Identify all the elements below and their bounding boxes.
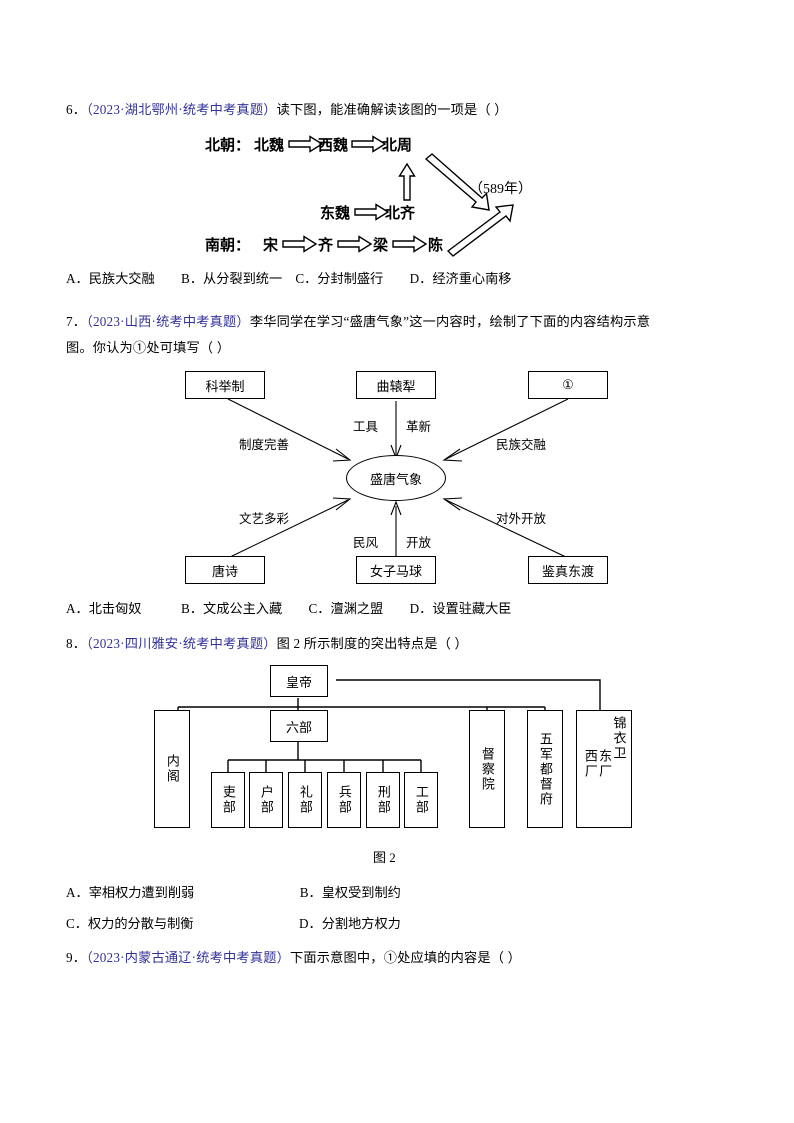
dynasty-node-beiqi: 北齐 (385, 206, 416, 222)
question-7-line2: 图。你认为①处可填写（ ） (66, 340, 231, 355)
question-6-options: A．民族大交融 B．从分裂到统一 C．分封制盛行 D．经济重心南移 (66, 271, 512, 286)
ming-box-cabinet: 内阁 (154, 710, 190, 828)
dynasty-south-prefix: 南朝： (205, 238, 251, 254)
question-7-options: A．北击匈奴 B．文成公主入藏 C．澶渊之盟 D．设置驻藏大臣 (66, 601, 512, 616)
ming-box-six-ministries: 六部 (270, 710, 328, 742)
question-6-line: 6．（2023·湖北鄂州·统考中考真题）读下图，能准确解读该图的一项是（ ） (66, 99, 508, 120)
tang-edge-label-gongju: 工具 (353, 420, 379, 434)
tang-box-keju: 科举制 (185, 371, 265, 399)
question-6-source: （2023·湖北鄂州·统考中考真题） (86, 102, 277, 117)
tang-edge-label-kaifang: 开放 (406, 536, 432, 550)
question-6-stem: 读下图，能准确解读该图的一项是（ ） (276, 102, 508, 117)
secret-police-dongchang: 东厂 (597, 749, 613, 779)
ming-box-ministry-xingbu: 刑部 (366, 772, 400, 828)
dynasty-node-xiwei: 西魏 (318, 138, 349, 154)
dynasty-node-beizhou: 北周 (382, 138, 413, 154)
diagram-3-connectors (177, 679, 601, 772)
question-9-line: 9．（2023·内蒙古通辽·统考中考真题）下面示意图中，①处应填的内容是（ ） (66, 947, 521, 968)
dynasty-node-liang: 梁 (373, 238, 389, 254)
question-6-number: 6． (66, 102, 87, 117)
question-8-source: （2023·四川雅安·统考中考真题） (86, 636, 277, 651)
secret-police-col-2: 东厂西厂 (583, 711, 612, 779)
ming-box-censorate: 督察院 (469, 710, 505, 828)
ming-box-five-armies: 五军都督府 (527, 710, 563, 828)
question-7-number: 7． (66, 314, 87, 329)
ming-box-emperor: 皇帝 (270, 665, 328, 697)
tang-edge-label-minfeng: 民风 (353, 536, 379, 550)
question-7-stem: 李华同学在学习“盛唐气象”这一内容时，绘制了下面的内容结构示意 (249, 314, 651, 329)
question-8-line: 8．（2023·四川雅安·统考中考真题）图 2 所示制度的突出特点是（ ） (66, 633, 468, 654)
tang-box-quyuanli: 曲辕犁 (356, 371, 436, 399)
question-7-source: （2023·山西·统考中考真题） (86, 314, 250, 329)
tang-box-jianzhendongdu: 鉴真东渡 (528, 556, 608, 584)
tang-edge-label-minzu: 民族交融 (496, 438, 547, 452)
ming-box-ministry-bingbu: 兵部 (327, 772, 361, 828)
tang-box-tangshi: 唐诗 (185, 556, 265, 584)
question-9-source: （2023·内蒙古通辽·统考中考真题） (86, 950, 290, 965)
dynasty-node-dongwei: 东魏 (320, 206, 351, 222)
dynasty-north-prefix: 北朝： (205, 138, 251, 154)
tang-center-ellipse: 盛唐气象 (346, 455, 446, 501)
diagram-3-caption: 图 2 (373, 850, 396, 865)
question-9-number: 9． (66, 950, 87, 965)
diagram-1-arrows (282, 135, 514, 257)
dynasty-node-beiwei: 北魏 (254, 138, 285, 154)
diagram-ming-government: 皇帝 内阁 六部 吏部 户部 礼部 兵部 刑部 工部 督察院 五军都督府 锦衣卫… (140, 662, 660, 874)
ming-box-secret-police: 锦衣卫 东厂西厂 (576, 710, 632, 828)
question-7-line: 7．（2023·山西·统考中考真题）李华同学在学习“盛唐气象”这一内容时，绘制了… (66, 311, 650, 332)
diagram-northern-southern-dynasties: 北朝： 北魏 西魏 北周 东魏 北齐 南朝： 宋 齐 梁 陈 （589年） (205, 128, 605, 260)
secret-police-col-1: 锦衣卫 (611, 716, 627, 761)
ming-box-ministry-libu2: 礼部 (288, 772, 322, 828)
dynasty-node-qi: 齐 (318, 238, 334, 254)
ming-box-ministry-gongbu: 工部 (404, 772, 438, 828)
tang-box-blank-1: ① (528, 371, 608, 399)
question-8-options-row2: C．权力的分散与制衡 D．分割地方权力 (66, 916, 401, 931)
tang-box-nvzimaqiu: 女子马球 (356, 556, 436, 584)
dynasty-year-589: （589年） (469, 182, 532, 197)
secret-police-xichang: 西厂 (582, 749, 598, 779)
tang-edge-label-gexin: 革新 (406, 420, 432, 434)
question-8-number: 8． (66, 636, 87, 651)
ming-box-ministry-hubu: 户部 (249, 772, 283, 828)
question-8-options-row1: A．宰相权力遭到削弱 B．皇权受到制约 (66, 885, 401, 900)
tang-edge-label-wenyi: 文艺多彩 (239, 512, 290, 526)
tang-edge-label-zhidu: 制度完善 (239, 438, 290, 452)
question-9-stem: 下面示意图中，①处应填的内容是（ ） (289, 950, 522, 965)
dynasty-node-song: 宋 (263, 238, 279, 254)
diagram-tang-concept-map: 科举制 曲辕犁 ① 盛唐气象 唐诗 女子马球 鉴真东渡 制度完善 工具 革新 民… (150, 366, 650, 594)
dynasty-node-chen: 陈 (428, 238, 444, 254)
question-8-stem: 图 2 所示制度的突出特点是（ ） (276, 636, 468, 651)
tang-edge-label-duiwai: 对外开放 (496, 512, 547, 526)
ming-box-ministry-libu: 吏部 (211, 772, 245, 828)
diagram-2-arrows (227, 398, 569, 559)
